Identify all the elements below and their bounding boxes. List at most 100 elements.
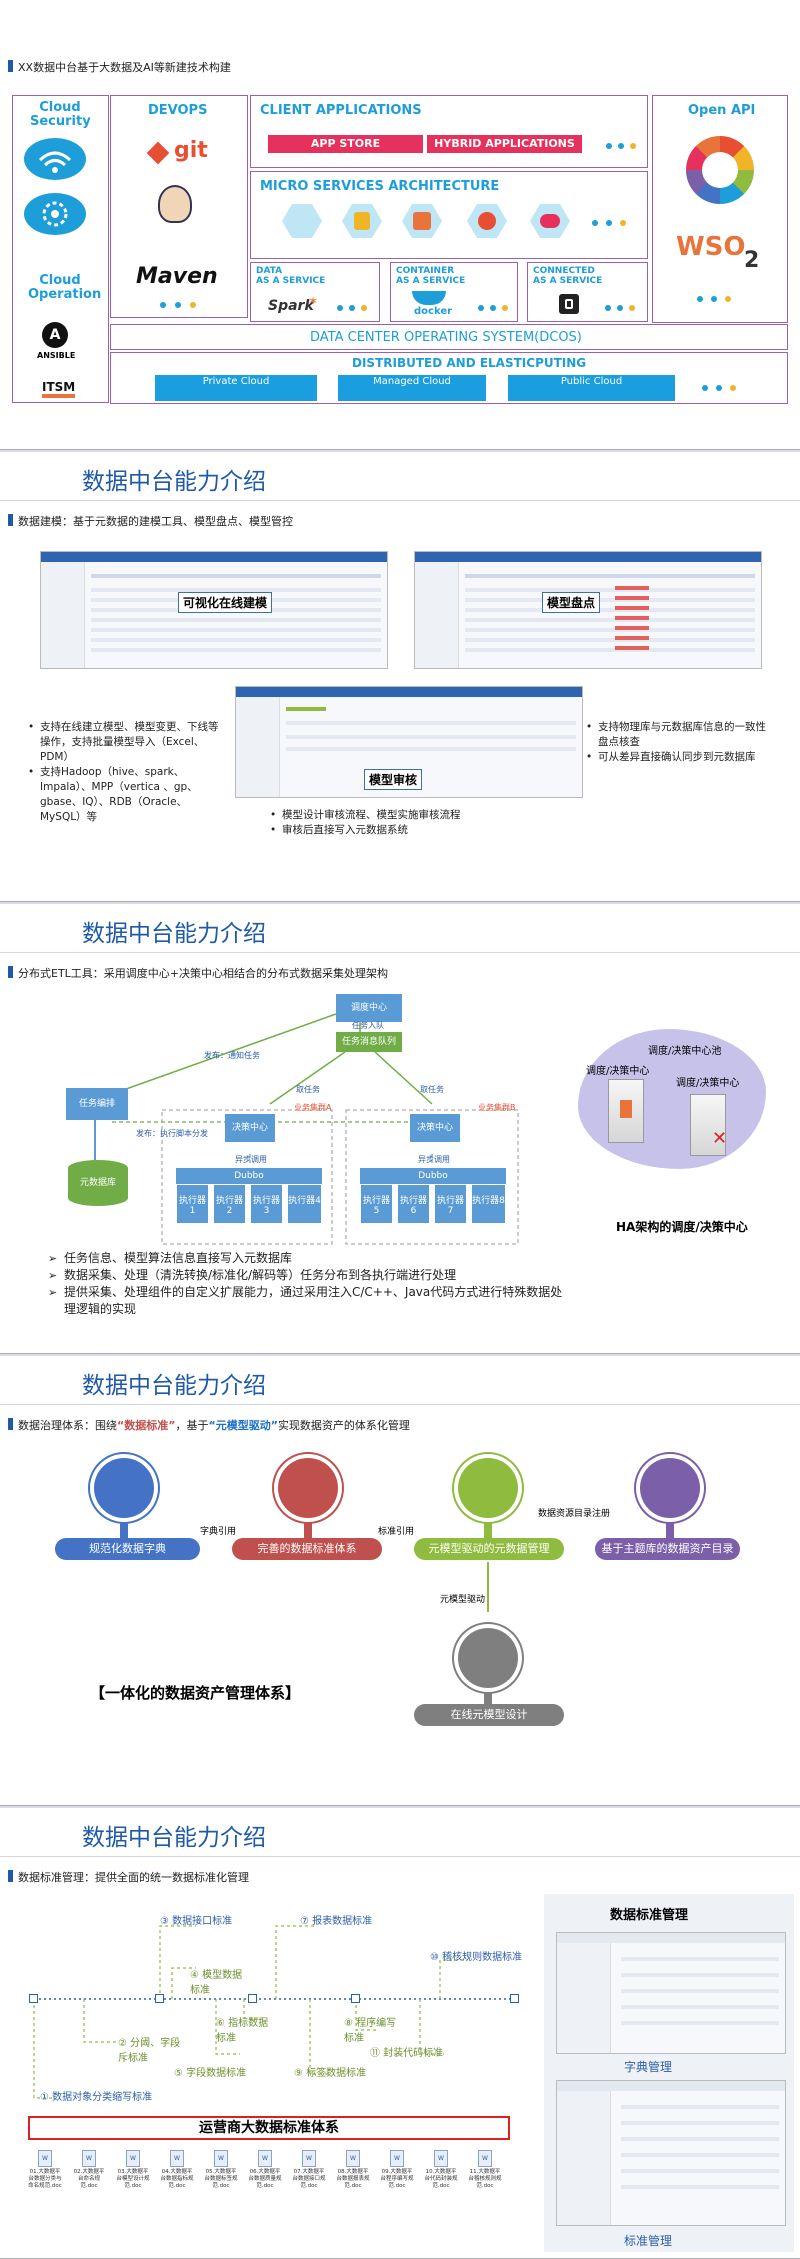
timeline-node [248, 1994, 257, 2003]
docker-logo: docker [414, 306, 453, 317]
bullet-item: 可从差异直接确认同步到元数据库 [586, 750, 776, 765]
wso2-logo: WSO [676, 232, 746, 262]
std-interface: ③ 数据接口标准 [160, 1916, 233, 1927]
data-service-title-2: AS A SERVICE [256, 276, 326, 286]
deco-dot [190, 302, 196, 308]
executor-b2: 执行器6 [397, 1184, 430, 1224]
wso2-logo-digit: 2 [744, 248, 760, 273]
pill-standard: 完善的数据标准体系 [232, 1538, 382, 1560]
deco-dot [349, 305, 355, 311]
hybrid-apps-banner: HYBRID APPLICATIONS [427, 135, 582, 153]
cloud-operation-title: Cloud Operation [28, 273, 102, 302]
ansible-label: ANSIBLE [37, 351, 76, 360]
slide-etl: 数据中台能力介绍 分布式ETL工具：采用调度中心+决策中心相结合的分布式数据采集… [0, 904, 800, 1354]
slide2-subtitle: 数据建模：基于元数据的建模工具、模型盘点、模型管控 [18, 515, 293, 528]
decision-center-b: 决策中心 [410, 1114, 460, 1142]
micro-services-box [250, 171, 648, 259]
bullet-item: 支持物理库与元数据库信息的一致性盘点核查 [586, 720, 776, 750]
title-separator [0, 952, 800, 953]
timeline-node [510, 1994, 519, 2003]
cloud-security-title: Cloud Security [30, 100, 91, 129]
itsm-logo: ITSM [42, 380, 76, 398]
micro-services-title: MICRO SERVICES ARCHITECTURE [260, 179, 500, 194]
inventory-screenshot [414, 551, 762, 669]
managed-cloud-bar: Managed Cloud [338, 375, 486, 401]
distributed-title: DISTRIBUTED AND ELASTICPUTING [352, 356, 587, 370]
bullet-item: 支持在线建立模型、模型变更、下线等操作，支持批量模型导入（Excel、PDM） [28, 720, 228, 765]
pin-data-asset: 数据资产 [640, 1458, 700, 1518]
timeline-node [155, 1994, 164, 2003]
slide4-title: 数据中台能力介绍 [82, 1373, 266, 1399]
subtitle-part: 数据治理体系：围绕 [18, 1419, 117, 1432]
deco-dot [730, 385, 736, 391]
slide-data-modeling: 数据中台能力介绍 数据建模：基于元数据的建模工具、模型盘点、模型管控 可视化在线… [0, 452, 800, 902]
deco-dot [361, 305, 367, 311]
std-label: ⑨ 标签数据标准 [294, 2068, 367, 2079]
server-icon-standby [690, 1094, 726, 1156]
executor-a2: 执行器2 [213, 1184, 246, 1224]
subtitle-highlight: “元模型驱动” [208, 1419, 278, 1432]
dcos-box [110, 324, 788, 350]
timeline-node [351, 1994, 360, 2003]
data-service-title-1: DATA [256, 266, 283, 276]
left-column-box [12, 95, 109, 403]
wifi-lock-icon [24, 138, 86, 180]
dubbo-bar-a: Dubbo [176, 1168, 322, 1184]
std-report: ⑦ 报表数据标准 [300, 1916, 373, 1927]
deco-dot [490, 305, 496, 311]
bullet-item: 审核后直接写入元数据系统 [270, 823, 570, 838]
title-separator [0, 500, 800, 501]
api-color-wheel-icon [686, 136, 754, 204]
app-store-banner: APP STORE [268, 135, 423, 153]
slide-architecture: XX数据中台基于大数据及AI等新建技术构建 Cloud Security Clo… [0, 0, 800, 450]
label-dict-ref: 字典引用 [200, 1527, 237, 1537]
std-program: ⑧ 程序编写标准 [344, 2018, 397, 2044]
bullets-right: 支持物理库与元数据库信息的一致性盘点核查 可从差异直接确认同步到元数据库 [586, 720, 776, 765]
deco-dot [606, 143, 612, 149]
pin-metadata: 元数据 [458, 1458, 518, 1518]
ha-right-label: 调度/决策中心 [676, 1078, 740, 1089]
timeline-node [29, 1994, 38, 2003]
subtitle-part: ，基于 [175, 1419, 209, 1432]
decision-center-a: 决策中心 [225, 1114, 275, 1142]
callout-visual-modeling: 可视化在线建模 [178, 592, 273, 613]
deco-dot [502, 305, 508, 311]
title-bar-marker [8, 60, 13, 72]
failed-x-icon: ✕ [712, 1128, 728, 1149]
cluster-b-label: 业务集群B [478, 1103, 516, 1112]
bullet-item: 模型设计审核流程、模型实施审核流程 [270, 808, 570, 823]
deco-dot [725, 296, 731, 302]
deco-dot [478, 305, 484, 311]
slide-governance: 数据中台能力介绍 数据治理体系：围绕“数据标准”，基于“元模型驱动”实现数据资产… [0, 1356, 800, 1806]
client-apps-title: CLIENT APPLICATIONS [260, 103, 422, 118]
slide1-subtitle: XX数据中台基于大数据及AI等新建技术构建 [18, 61, 231, 74]
deco-dot [716, 385, 722, 391]
slide-standards: 数据中台能力介绍 数据标准管理：提供全面的统一数据标准化管理 ③ 数据接口标准 … [0, 1808, 800, 2259]
chip-icon [559, 294, 579, 314]
standards-timeline [33, 1925, 515, 2099]
dictionary-screenshot [556, 1932, 786, 2054]
std-model: ④ 模型数据标准 [190, 1970, 243, 1996]
pin-stem [484, 1692, 492, 1704]
devops-title: DEVOPS [148, 103, 208, 118]
docker-whale-icon [412, 291, 446, 305]
title-separator [0, 1856, 800, 1857]
ha-left-label: 调度/决策中心 [586, 1066, 650, 1077]
pin-data-dictionary: 数据字典 [94, 1458, 154, 1518]
task-edit-box: 任务编排 [66, 1088, 128, 1120]
callout-review: 模型审核 [364, 769, 423, 790]
cluster-a-label: 业务集群A [294, 1103, 332, 1112]
deco-dot [697, 296, 703, 302]
gear-shield-icon [24, 193, 86, 235]
connected-service-title-2: AS A SERVICE [533, 276, 603, 286]
standard-screenshot [556, 2080, 786, 2226]
spark-star-icon: ✶ [308, 294, 319, 308]
label-async-b: 异步调用 [418, 1155, 450, 1164]
pill-metamodel-design: 在线元模型设计 [414, 1704, 564, 1726]
